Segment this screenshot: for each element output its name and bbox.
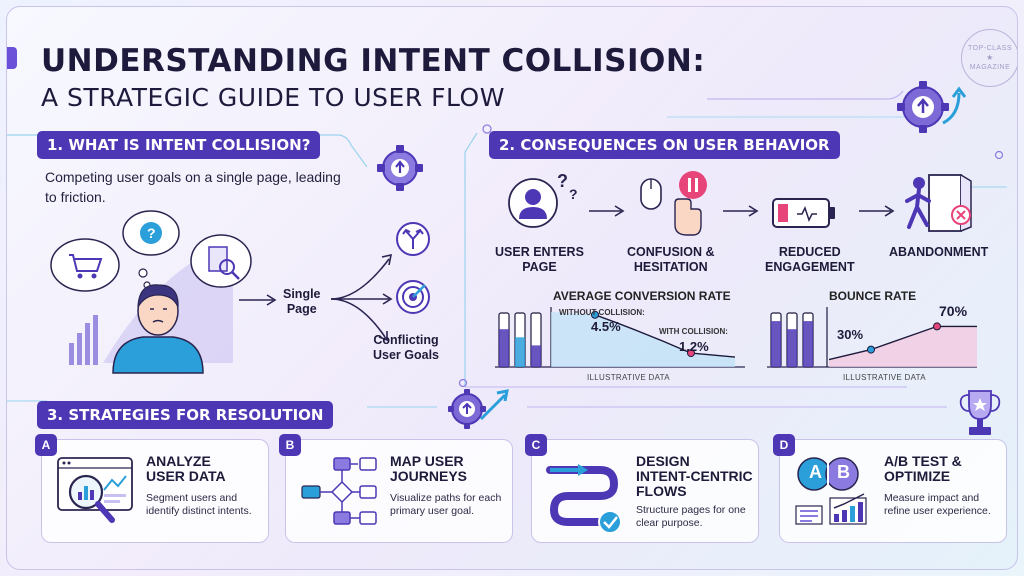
gear-icon (377, 145, 423, 191)
bounce-area (829, 326, 977, 367)
bounce-point-low (867, 345, 875, 354)
ab-test-icon (795, 457, 867, 525)
step-abandonment-label: ABANDONMENT (889, 245, 989, 259)
page-title: UNDERSTANDING INTENT COLLISION: (41, 43, 706, 79)
bounce-line (828, 325, 977, 361)
conflicting-goals-label: Conflicting User Goals (373, 333, 440, 362)
badge-top-text: TOP-CLASS (967, 44, 1013, 52)
conversion-minibar (499, 329, 509, 367)
section2-heading: 2. CONSEQUENCES ON USER BEHAVIOR (489, 131, 840, 159)
svg-text:?: ? (557, 171, 568, 191)
title-accent-bar (7, 47, 17, 69)
bounce-minibar (787, 329, 797, 367)
flowchart-icon (301, 457, 377, 525)
split-direction-icon (396, 222, 430, 256)
badge-star-icon: ★ (986, 52, 994, 62)
step-user-enters-label: USER ENTERS PAGE (495, 245, 584, 274)
conversion-minibar (531, 345, 541, 367)
infographic-frame: UNDERSTANDING INTENT COLLISION: A STRATE… (6, 6, 1018, 570)
target-icon (396, 280, 430, 314)
flow-path-check-icon (546, 464, 622, 534)
section1-heading: 1. WHAT IS INTENT COLLISION? (37, 131, 321, 159)
card-b-description: Visualize paths for each primary user go… (390, 492, 502, 517)
conversion-chart-title: AVERAGE CONVERSION RATE (553, 289, 731, 303)
arrow-to-single-page-icon (239, 294, 277, 306)
bounce-low-value: 30% (837, 327, 864, 342)
user-question-icon: ? ? (508, 171, 578, 228)
magazine-badge-icon: TOP-CLASS ★ MAGAZINE (961, 29, 1017, 87)
with-collision-label: WITH COLLISION: (659, 327, 728, 336)
confused-user-illustration: ? (50, 210, 252, 374)
bounce-minibar (803, 321, 813, 367)
card-c-description: Structure pages for one clear purpose. (636, 504, 746, 529)
svg-text:?: ? (147, 225, 156, 241)
card-d-description: Measure impact and refine user experienc… (884, 492, 991, 517)
card-c-title: DESIGN INTENT-CENTRIC FLOWS (636, 453, 753, 499)
strategy-card-analyze: A ANALYZE USER DATA Segment users and id… (35, 434, 269, 543)
conversion-chart (495, 307, 745, 368)
gear-growth-icon (897, 81, 967, 133)
ab-letter-a: A (809, 462, 822, 482)
card-a-letter: A (35, 434, 57, 456)
step-confusion-label: CONFUSION & HESITATION (627, 245, 715, 274)
strategy-card-ab-test: D A B A/B TEST & OPTIMIZE Measure impact… (773, 434, 1007, 543)
page-subtitle: A STRATEGIC GUIDE TO USER FLOW (41, 83, 505, 112)
without-collision-value: 4.5% (591, 319, 621, 334)
svg-text:?: ? (569, 186, 578, 202)
bounce-chart-title: BOUNCE RATE (829, 289, 917, 303)
conversion-point-without (591, 310, 599, 319)
card-a-description: Segment users and identify distinct inte… (146, 492, 252, 517)
flow-arrow-1 (589, 205, 625, 217)
bounce-chart (767, 307, 977, 368)
exit-door-icon (905, 174, 972, 232)
strategy-card-design: C DESIGN INTENT-CENTRIC FLOWS Structure … (525, 434, 759, 543)
section3-heading: 3. STRATEGIES FOR RESOLUTION (37, 401, 334, 429)
diverging-arrows-icon (330, 253, 393, 342)
gear-growth-icon-small (448, 389, 509, 429)
trophy-icon (959, 390, 1001, 435)
flow-arrow-2 (723, 205, 759, 217)
conversion-point-with (687, 349, 695, 358)
step-reduced-label: REDUCED ENGAGEMENT (765, 245, 855, 274)
bounce-minibar (771, 321, 781, 367)
without-collision-label: WITHOUT COLLISION: (559, 308, 645, 317)
card-d-title: A/B TEST & OPTIMIZE (884, 453, 962, 484)
card-d-letter: D (773, 434, 795, 456)
low-battery-icon (772, 198, 835, 228)
card-b-title: MAP USER JOURNEYS (390, 453, 468, 484)
badge-bottom-text: MAGAZINE (969, 64, 1011, 72)
conversion-minibar (515, 337, 525, 367)
with-collision-value: 1.2% (679, 339, 709, 354)
decorative-circuit-lines (7, 90, 1007, 408)
flow-arrow-3 (859, 205, 895, 217)
bounce-point-high (933, 322, 941, 331)
ab-letter-b: B (837, 462, 850, 482)
card-c-letter: C (525, 434, 547, 456)
bounce-high-value: 70% (939, 303, 968, 319)
section1-description: Competing user goals on a single page, l… (45, 169, 341, 205)
card-a-title: ANALYZE USER DATA (146, 453, 226, 484)
card-b-letter: B (279, 434, 301, 456)
mouse-hesitation-icon (640, 171, 707, 236)
conversion-chart-caption: ILLUSTRATIVE DATA (587, 373, 670, 382)
bounce-chart-caption: ILLUSTRATIVE DATA (843, 373, 926, 382)
analytics-magnifier-icon (57, 457, 133, 523)
strategy-card-map: B MAP USER JOURNEYS Visualize paths for … (279, 434, 513, 543)
single-page-label: Single Page (283, 287, 321, 316)
